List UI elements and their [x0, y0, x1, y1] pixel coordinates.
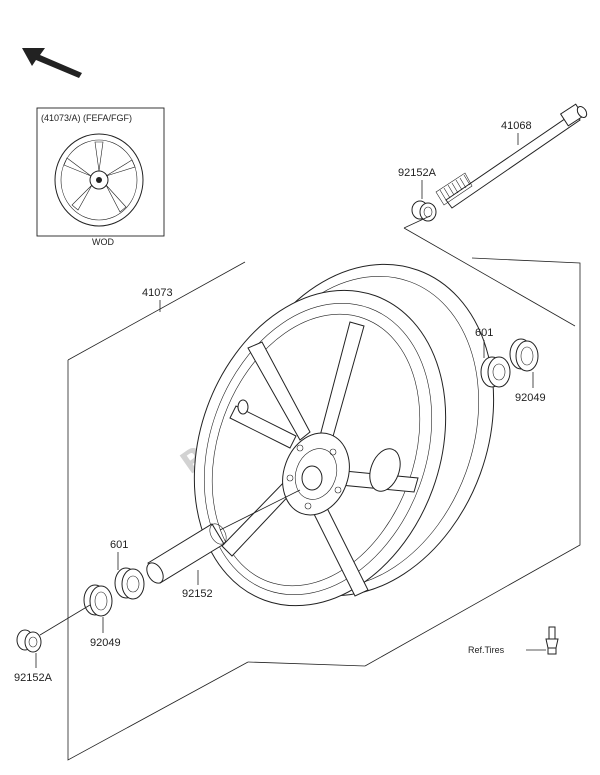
inset-footer: WOD [92, 237, 114, 247]
label-spacer: 92152 [182, 588, 213, 600]
bearing-right-601 [480, 356, 511, 388]
exploded-view-frame [67, 215, 581, 761]
label-bearing-left: 601 [110, 539, 128, 551]
seal-left-92049 [83, 584, 113, 617]
collar-bottom-92152A [16, 629, 42, 653]
label-seal-right: 92049 [515, 392, 546, 404]
tire-valve-icon [545, 626, 559, 655]
axle-41068 [435, 103, 588, 209]
leader-axis-center [219, 489, 301, 531]
bearing-left-601 [114, 567, 145, 600]
direction-arrow-icon [22, 48, 82, 78]
seal-right-92049 [509, 338, 539, 372]
ref-tires-note: Ref.Tires [468, 645, 505, 655]
label-collar-bottom: 92152A [14, 672, 53, 684]
label-wheel: 41073 [142, 287, 173, 299]
label-collar-top: 92152A [398, 167, 437, 179]
collar-top-92152A [411, 200, 437, 222]
inset-wheel-icon [54, 133, 144, 227]
label-seal-left: 92049 [90, 637, 121, 649]
variant-inset: (41073/A) (FEFA/FGF) WOD [36, 107, 165, 247]
label-axle: 41068 [501, 120, 532, 132]
spacer-92152 [146, 523, 227, 584]
inset-header: (41073/A) (FEFA/FGF) [41, 113, 132, 123]
label-bearing-right: 601 [475, 327, 493, 339]
front-wheel-41073 [193, 263, 495, 607]
leader-axis-left [39, 604, 91, 636]
